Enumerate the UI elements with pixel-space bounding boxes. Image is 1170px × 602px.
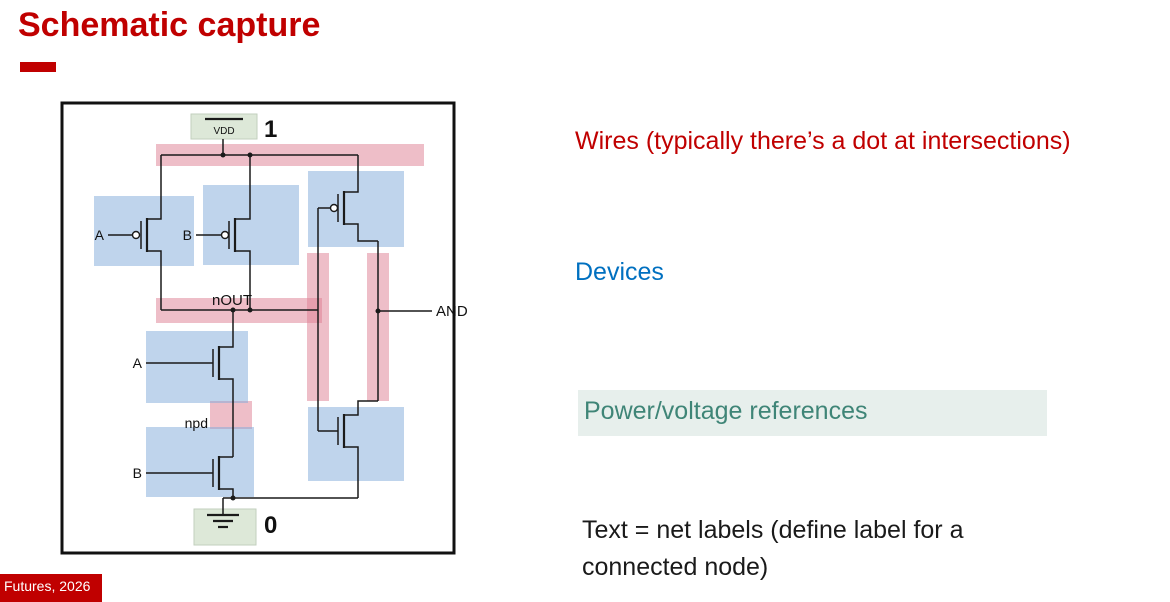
nmos-a-drain bbox=[219, 310, 234, 348]
schematic-frame bbox=[60, 101, 456, 555]
footer-credit: Futures, 2026 bbox=[0, 574, 103, 602]
pmos-inv-bubble bbox=[329, 203, 339, 213]
page-title: Schematic capture bbox=[18, 6, 321, 44]
device-highlight-nmos-inverter bbox=[308, 407, 404, 481]
and-output-label: AND bbox=[436, 303, 468, 320]
nmos-b-input-label: B bbox=[133, 465, 142, 481]
annotation-devices: Devices bbox=[575, 258, 664, 286]
schematic-labels: VDD 1 A B nOUT A npd B AND 0 bbox=[95, 116, 468, 539]
pmos-a-drain bbox=[147, 155, 162, 220]
junction-dot bbox=[247, 307, 253, 313]
junction-dot bbox=[220, 152, 226, 158]
nmos-b-source bbox=[219, 488, 234, 498]
npd-net-label: npd bbox=[185, 415, 208, 431]
device-highlight-pmos-b bbox=[203, 185, 299, 265]
logic-low-label: 0 bbox=[264, 512, 277, 539]
pmos-a-bubble bbox=[131, 230, 141, 240]
device-highlight-pmos-inverter bbox=[308, 171, 404, 247]
annotation-net-labels: Text = net labels (define label for a co… bbox=[582, 516, 964, 581]
pmos-a-source bbox=[147, 250, 162, 310]
junction-dot bbox=[230, 307, 236, 313]
pmos-b-drain bbox=[235, 155, 251, 220]
logic-high-label: 1 bbox=[264, 116, 277, 143]
pmos-inv-drain bbox=[344, 155, 359, 193]
nmos-a-input-label: A bbox=[133, 355, 143, 371]
annotation-power-references: Power/voltage references bbox=[578, 390, 1048, 436]
title-underline-bar bbox=[20, 62, 56, 72]
device-highlight-nmos-a bbox=[146, 331, 248, 403]
nand-schematic-diagram: VDD 1 A B nOUT A npd B AND 0 bbox=[60, 101, 468, 555]
vdd-label: VDD bbox=[213, 126, 234, 137]
device-highlight-pmos-a bbox=[94, 196, 194, 266]
junction-dot bbox=[230, 495, 236, 501]
schematic-wires bbox=[108, 117, 432, 529]
device-highlights bbox=[94, 171, 404, 497]
junction-dot bbox=[247, 152, 253, 158]
nmos-inv-drain bbox=[344, 400, 378, 416]
junction-dot bbox=[375, 308, 381, 314]
annotation-wires: Wires (typically there’s a dot at inters… bbox=[575, 127, 1071, 155]
pmos-b-bubble bbox=[220, 230, 230, 240]
pmos-inv-source bbox=[344, 223, 378, 242]
pmos-b-input-label: B bbox=[183, 227, 192, 243]
pmos-b-source bbox=[235, 250, 251, 310]
device-highlight-nmos-b bbox=[146, 427, 254, 497]
nmos-a-source bbox=[219, 378, 234, 457]
nmos-inv-source bbox=[344, 446, 359, 498]
pmos-a-input-label: A bbox=[95, 227, 105, 243]
nout-net-label: nOUT bbox=[212, 292, 252, 309]
wire-highlight-npd-node bbox=[210, 401, 252, 429]
